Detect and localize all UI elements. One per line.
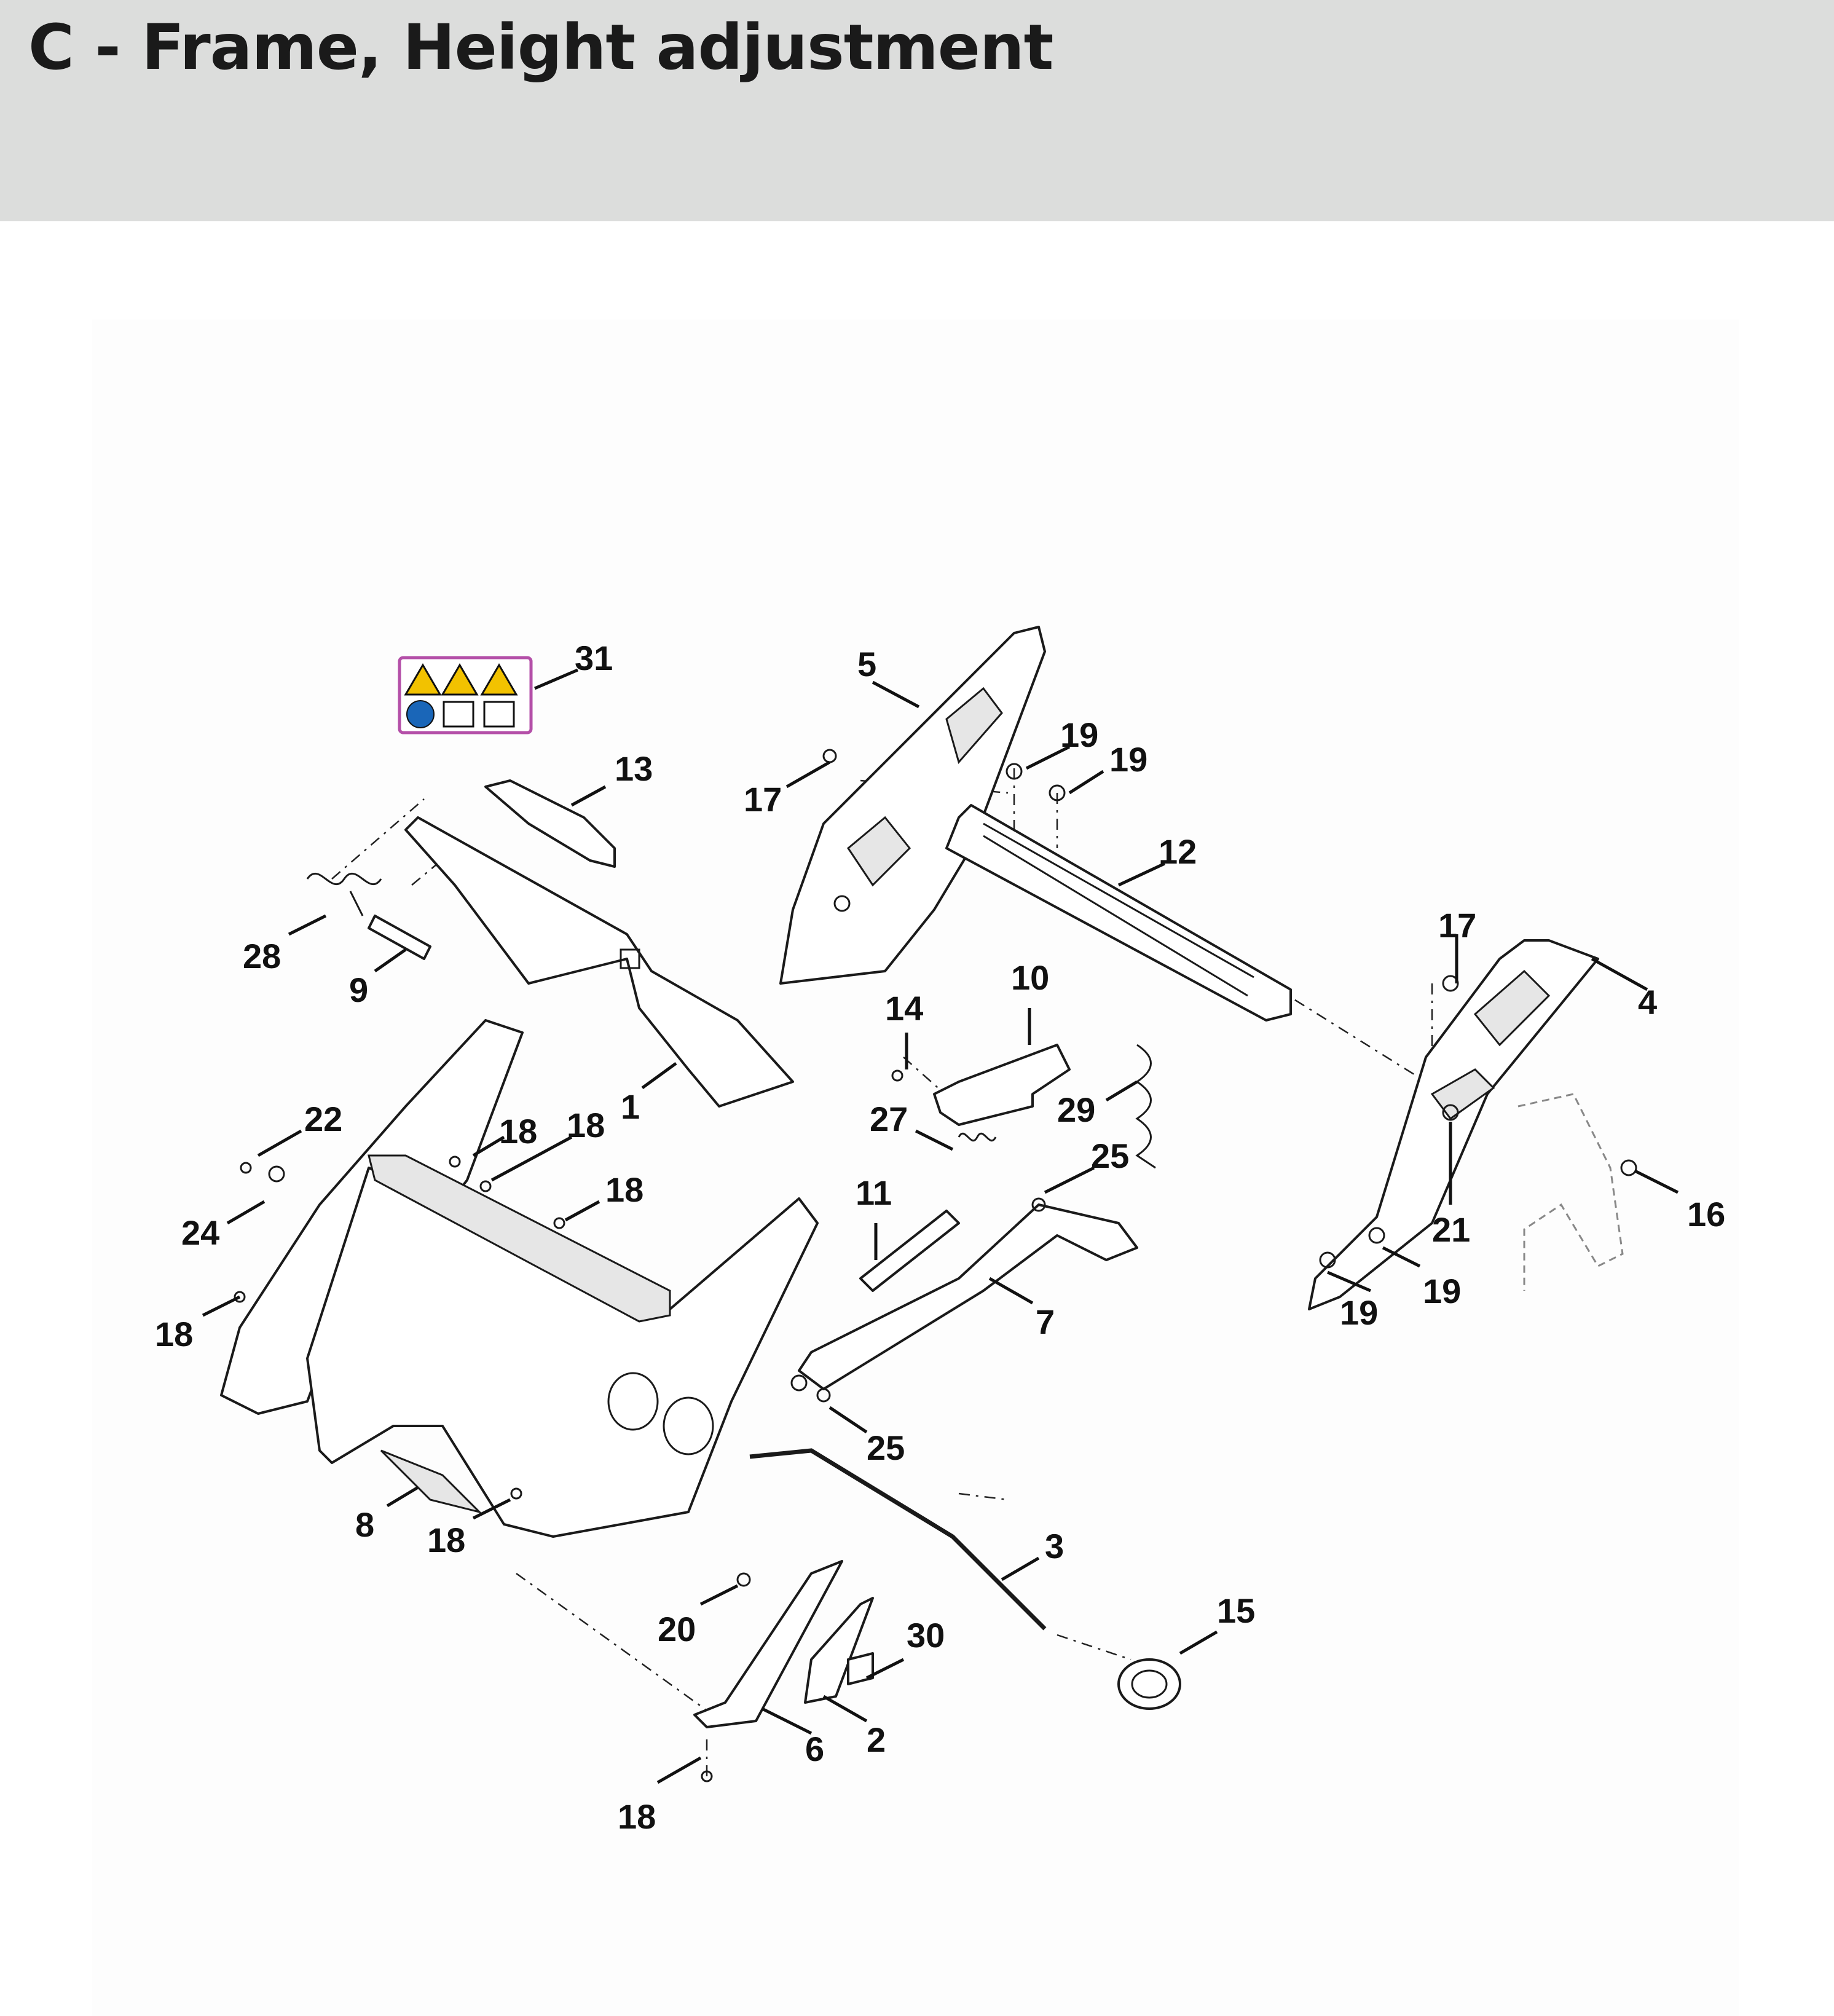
callout-13: 13 — [615, 749, 653, 788]
housing-outline-right — [1517, 1093, 1624, 1291]
callout-7: 7 — [1036, 1302, 1055, 1341]
warning-label-31 — [398, 656, 533, 734]
callout-17: 17 — [1438, 906, 1476, 945]
lock-bracket-10 — [933, 1044, 1071, 1126]
callout-22: 22 — [304, 1100, 342, 1138]
callout-3: 3 — [1045, 1527, 1064, 1565]
spring-29 — [1135, 1044, 1156, 1169]
spring-27 — [958, 1132, 997, 1142]
knob-15 — [1117, 1658, 1181, 1710]
pin-30 — [847, 1652, 874, 1685]
rod-3 — [749, 1448, 1047, 1631]
callout-labels: 31 5 19 19 17 13 12 28 9 17 4 14 10 1 22… — [155, 639, 1725, 1836]
callout-28: 28 — [243, 937, 281, 975]
callout-31: 31 — [575, 639, 613, 677]
callout-18: 18 — [618, 1797, 656, 1836]
callout-19: 19 — [1340, 1293, 1378, 1332]
latch-2 — [804, 1597, 874, 1704]
callout-17: 17 — [744, 780, 782, 819]
callout-18: 18 — [567, 1106, 605, 1144]
callout-9: 9 — [349, 971, 368, 1009]
callout-29: 29 — [1057, 1090, 1095, 1129]
header-bar: C - Frame, Height adjustment — [0, 0, 1834, 221]
callout-4: 4 — [1638, 983, 1657, 1022]
lever-7 — [790, 1203, 1138, 1392]
callout-18: 18 — [605, 1170, 643, 1209]
callout-6: 6 — [805, 1730, 824, 1768]
callout-12: 12 — [1159, 832, 1197, 871]
side-bracket-4 — [1308, 939, 1599, 1310]
main-frame — [220, 1019, 819, 1538]
callout-10: 10 — [1011, 958, 1049, 997]
cover-13 — [484, 779, 616, 868]
callout-25: 25 — [867, 1428, 905, 1467]
callout-19: 19 — [1109, 740, 1147, 779]
callout-19: 19 — [1060, 715, 1098, 754]
callout-27: 27 — [870, 1100, 908, 1138]
guide-6 — [693, 1560, 843, 1728]
callout-15: 15 — [1217, 1591, 1255, 1630]
callout-30: 30 — [907, 1616, 945, 1655]
callout-16: 16 — [1687, 1195, 1725, 1234]
callout-14: 14 — [885, 989, 923, 1028]
callout-5: 5 — [857, 645, 876, 683]
callout-1: 1 — [621, 1087, 640, 1126]
callout-18: 18 — [499, 1112, 537, 1151]
cross-rail-12 — [945, 804, 1292, 1022]
callout-21: 21 — [1432, 1210, 1470, 1249]
pin-9 — [368, 915, 431, 960]
page-title: C - Frame, Height adjustment — [28, 11, 1053, 84]
callout-18: 18 — [155, 1315, 193, 1353]
callout-18: 18 — [427, 1521, 465, 1559]
callout-8: 8 — [355, 1505, 374, 1544]
callout-2: 2 — [867, 1720, 886, 1759]
spring-28 — [306, 873, 382, 916]
callout-24: 24 — [181, 1213, 219, 1252]
callout-11: 11 — [856, 1173, 892, 1212]
indicator-11 — [859, 1210, 960, 1292]
callout-20: 20 — [658, 1610, 696, 1648]
side-bracket-5 — [779, 626, 1046, 985]
callout-25: 25 — [1091, 1136, 1129, 1175]
handle-bar-1 — [404, 816, 794, 1108]
callout-leaders — [202, 668, 1679, 1784]
callout-19: 19 — [1423, 1272, 1461, 1310]
